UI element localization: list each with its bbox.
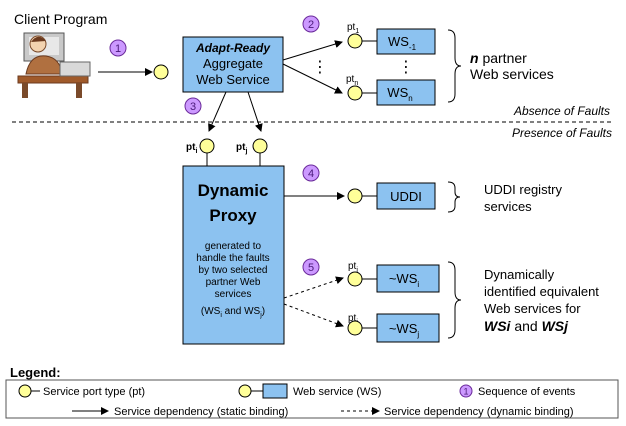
- dynamic-line1: Dynamically: [484, 267, 555, 282]
- event-marker-5: 5: [302, 258, 320, 276]
- svg-text:1: 1: [463, 387, 468, 397]
- aggregate-line2: Aggregate: [203, 56, 263, 71]
- dynamic-line3: Web services for: [484, 301, 581, 316]
- proxy-desc-line6: (WSi and WSj): [201, 306, 265, 319]
- vertical-dots-left: ⋮: [312, 59, 328, 76]
- partner-brace: [447, 29, 462, 103]
- wsn-port: [347, 85, 363, 101]
- aggregate-to-wsn-arrow: [282, 63, 343, 94]
- client-program-label: Client Program: [14, 11, 107, 27]
- aggregate-title: Adapt-Ready: [195, 41, 271, 55]
- legend-sequence: Sequence of events: [478, 386, 576, 398]
- port-pt1-label: pt1: [347, 22, 359, 35]
- svg-text:5: 5: [308, 262, 314, 274]
- proxy-port-i-label: pti: [186, 142, 197, 155]
- proxy-desc-line4: partner Web: [206, 277, 261, 288]
- aggregate-to-ws1-arrow: [282, 40, 343, 61]
- legend-ws-box-icon: [262, 383, 288, 399]
- proxy-port-j-label: ptj: [236, 142, 247, 155]
- absence-of-faults-label: Absence of Faults: [513, 104, 610, 118]
- partner-line1: n partner: [470, 50, 527, 66]
- uddi-box: [376, 182, 436, 210]
- svg-text:ptn: ptn: [346, 74, 358, 87]
- client-person-icon: [17, 32, 91, 98]
- event-marker-4: 4: [302, 164, 320, 182]
- proxy-desc-line2: handle the faults: [196, 253, 269, 264]
- uddi-brace: [447, 181, 461, 213]
- ws1-box: [376, 28, 436, 55]
- legend-event-icon: 1: [459, 384, 473, 398]
- proxy-desc-line5: services: [215, 289, 252, 300]
- uddi-registry-line1: UDDI registry: [484, 182, 563, 197]
- legend-title: Legend:: [10, 365, 61, 380]
- legend-port-type: Service port type (pt): [43, 386, 145, 398]
- dynamic-line4: WSi and WSj: [484, 318, 569, 334]
- legend-box: [5, 379, 619, 419]
- aggregate-line3: Web Service: [196, 72, 269, 87]
- proxy-to-wsj-dynamic-arrow: [283, 303, 344, 328]
- legend-static-dep: Service dependency (static binding): [114, 406, 288, 418]
- aggregate-web-service-box: [182, 36, 284, 93]
- equiv-wsj-label: ~WSj: [389, 321, 420, 339]
- svg-text:1: 1: [115, 43, 121, 55]
- proxy-title-line1: Dynamic: [198, 181, 269, 200]
- legend-web-service: Web service (WS): [293, 386, 381, 398]
- uddi-registry-line2: services: [484, 199, 532, 214]
- dynamic-line2: identified equivalent: [484, 284, 599, 299]
- equiv-port-i-label: pti: [348, 261, 358, 274]
- port-ptn-label: ptn: [346, 74, 358, 87]
- wsn-box: [376, 79, 436, 106]
- svg-text:4: 4: [308, 168, 314, 180]
- proxy-title-line2: Proxy: [209, 206, 257, 225]
- aggregate-port: [153, 64, 169, 80]
- proxy-port-i: [199, 138, 215, 154]
- equiv-wsi-label: ~WSi: [389, 271, 420, 289]
- proxy-port-j: [252, 138, 268, 154]
- svg-text:3: 3: [190, 101, 196, 113]
- svg-text:pt1: pt1: [347, 22, 359, 35]
- dynamic-brace: [447, 261, 462, 339]
- aggregate-to-ptj-arrow: [247, 91, 263, 132]
- partner-line2: Web services: [470, 66, 554, 82]
- event-marker-1: 1: [109, 39, 127, 57]
- proxy-desc-line3: by two selected: [199, 265, 268, 276]
- legend-ws-port-icon: [238, 384, 252, 398]
- vertical-dots-right: ⋮: [398, 59, 414, 76]
- legend-port-icon: [18, 384, 32, 398]
- aggregate-to-pti-arrow: [208, 91, 227, 132]
- equiv-wsj-port: [347, 320, 363, 336]
- presence-of-faults-label: Presence of Faults: [512, 126, 612, 140]
- equiv-wsi-box: [376, 264, 440, 293]
- equiv-wsj-box: [376, 313, 440, 343]
- uddi-label: UDDI: [390, 189, 422, 204]
- event-marker-3: 3: [184, 97, 202, 115]
- wsn-label: WSn: [387, 85, 412, 103]
- svg-text:2: 2: [308, 19, 314, 31]
- event-marker-2: 2: [302, 15, 320, 33]
- dynamic-proxy-box: [182, 165, 285, 345]
- proxy-to-wsi-dynamic-arrow: [283, 276, 344, 299]
- proxy-desc-line1: generated to: [205, 241, 262, 252]
- legend-dynamic-dep: Service dependency (dynamic binding): [384, 406, 574, 418]
- equiv-wsi-port: [347, 271, 363, 287]
- uddi-port: [347, 188, 363, 204]
- ws1-label: WS-1: [388, 34, 417, 52]
- ws1-port: [347, 33, 363, 49]
